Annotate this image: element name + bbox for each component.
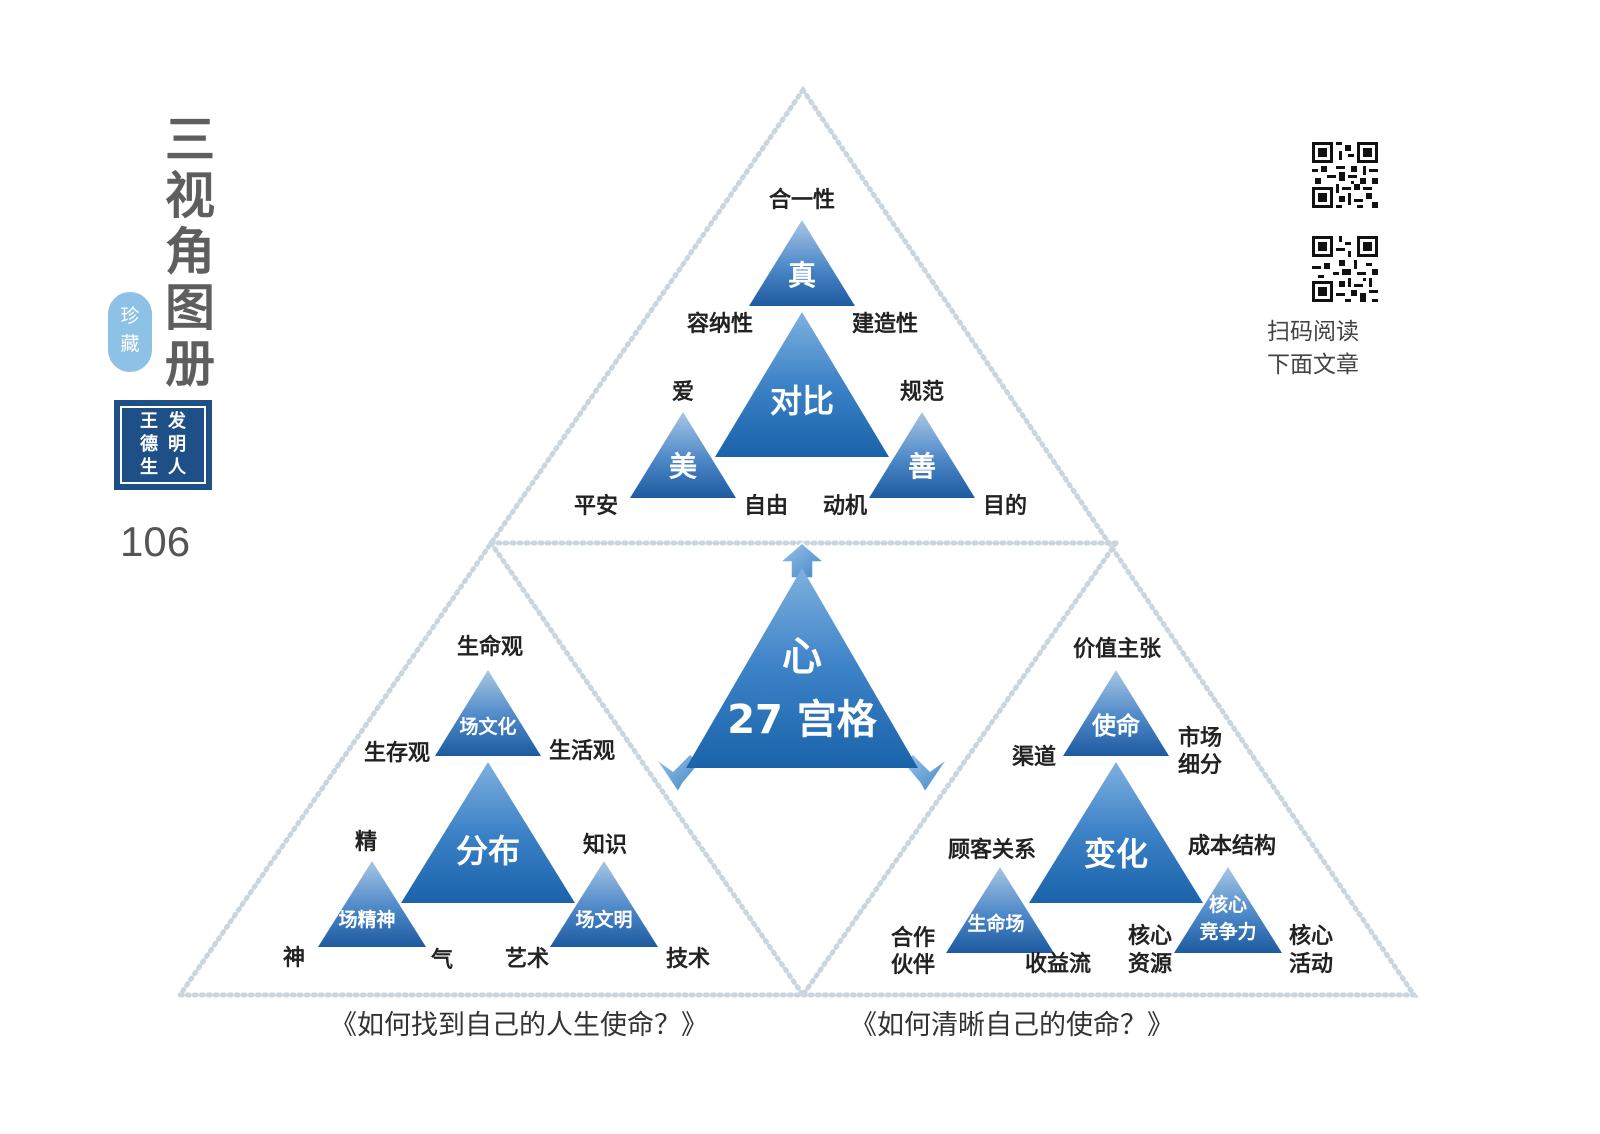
right-left-bottom-left-line1: 合作 [891,925,935,951]
right-apex-triangle [1063,670,1169,756]
left-right-top: 知识 [583,832,627,858]
right-group: 变化 使命 价值主张 渠道 市场 细分 生命场 顾客关系 合作 伙伴 收益流 核… [891,636,1333,978]
qr-note-line: 下面文章 [1267,352,1359,378]
right-left-bottom-left-line2: 伙伴 [891,953,935,978]
left-big-triangle [401,762,575,903]
page-number: 106 [120,518,191,565]
left-apex-left: 生存观 [364,740,430,766]
top-apex-triangle [749,220,855,306]
top-left-bottom-left: 平安 [574,493,618,519]
stamp-column: 发 明 人 [166,410,188,482]
dotted-pyramid-outline [175,85,1419,998]
right-right-top: 成本结构 [1188,833,1276,859]
top-big-triangle [715,312,889,457]
collection-seal: 珍 藏 [108,292,152,372]
qr-code-icon[interactable] [1312,142,1378,208]
qr-note-line: 扫码阅读 [1267,319,1359,345]
right-left-label: 生命场 [967,912,1024,935]
top-big-left: 容纳性 [687,311,753,337]
book-title-vertical: 三 视 角 图 册 [160,112,220,392]
top-right-bottom-left: 动机 [823,494,867,519]
right-apex-right-line2: 细分 [1178,752,1222,778]
top-right-top: 规范 [900,380,944,405]
left-group: 分布 场文化 生命观 生存观 生活观 场精神 精 神 气 场文明 知识 艺术 技… [283,634,710,973]
left-left-top: 精 [355,829,377,855]
stamp-char: 明 [168,434,186,455]
book-title-char: 角 [165,222,215,281]
right-right-bottom-left-line2: 资源 [1128,952,1172,977]
left-right-bottom-left: 艺术 [505,946,549,972]
left-left-bottom-left: 神 [283,945,305,971]
left-apex-label: 场文化 [459,715,516,738]
book-title-char: 册 [165,334,215,393]
right-right-bottom-left-line1: 核心 [1128,923,1172,949]
right-right-bottom-right-line2: 活动 [1289,952,1333,977]
left-apex-triangle [435,670,541,756]
left-left-bottom-right: 气 [430,947,453,973]
stamp-char: 发 [168,411,186,432]
top-big-label: 对比 [770,382,834,420]
top-left-bottom-right: 自由 [744,493,788,519]
stamp-char: 德 [140,434,158,455]
top-right-label: 善 [908,450,936,483]
top-left-label: 美 [669,450,697,483]
stamp-char: 人 [168,457,186,478]
center-title: 心 [782,634,822,680]
qr-code-icon[interactable] [1312,236,1378,302]
top-right-triangle [869,412,975,498]
left-right-label: 场文明 [575,908,632,931]
left-right-bottom-right: 技术 [666,947,710,972]
stamp-column: 王 德 生 [138,410,160,482]
right-left-triangle [946,867,1054,953]
caption-right-article-link[interactable]: 《如何清晰自己的使命？》 [850,1010,1174,1041]
right-big-triangle [1029,762,1203,903]
author-stamp-frame: 发 明 人 王 德 生 [120,406,206,484]
center-subtitle: 27 宫格 [727,697,878,743]
seal-char: 珍 [120,305,140,327]
right-big-label: 变化 [1084,835,1148,873]
right-right-bottom-right-line1: 核心 [1289,923,1333,949]
left-apex-right: 生活观 [549,739,615,764]
right-apex-label: 使命 [1091,712,1141,740]
right-left-bottom-right: 收益流 [1025,951,1091,977]
top-left-triangle [630,412,736,498]
left-big-label: 分布 [456,832,520,870]
right-right-label-line1: 核心 [1209,893,1247,916]
right-apex-top: 价值主张 [1073,636,1162,662]
seal-char: 藏 [120,333,140,355]
top-right-bottom-right: 目的 [983,493,1027,519]
right-right-label-line2: 竞争力 [1199,920,1256,943]
center-triangle [686,568,918,768]
book-title-char: 三 [165,110,215,169]
right-apex-left: 渠道 [1012,744,1056,770]
book-title-char: 图 [165,278,215,337]
left-apex-top: 生命观 [457,634,523,660]
top-apex-label: 真 [788,259,816,292]
book-title-char: 视 [165,166,215,225]
top-big-right: 建造性 [852,312,918,337]
caption-left-article-link[interactable]: 《如何找到自己的人生使命？》 [330,1010,708,1041]
top-group: 对比 真 合一性 容纳性 建造性 美 爱 平安 自由 善 规范 动机 目的 [574,187,1027,519]
stamp-char: 生 [140,457,158,478]
left-left-label: 场精神 [338,908,395,931]
left-right-triangle [550,861,658,947]
right-right-triangle [1174,867,1282,953]
top-apex-top: 合一性 [769,187,835,213]
qr-note: 扫码阅读 下面文章 [1258,316,1368,382]
stamp-char: 王 [140,411,158,432]
left-left-triangle [318,861,426,947]
top-left-top: 爱 [672,380,694,405]
right-left-top: 顾客关系 [948,837,1036,863]
author-stamp: 发 明 人 王 德 生 [114,400,212,490]
right-apex-right-line1: 市场 [1178,725,1222,751]
